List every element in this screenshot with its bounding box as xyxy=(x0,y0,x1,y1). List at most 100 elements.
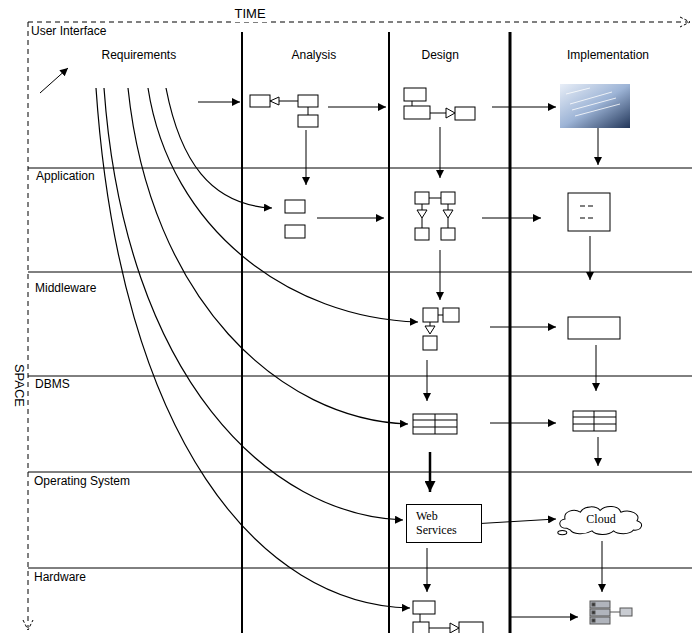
server-icon xyxy=(610,612,620,613)
uml-sketch xyxy=(250,95,270,107)
cloud-outline xyxy=(560,507,642,535)
flow-arrow xyxy=(40,68,602,617)
flow-arrow xyxy=(510,617,578,618)
requirement-curve xyxy=(148,88,418,322)
uml-sketch xyxy=(438,315,443,316)
uml-sketch xyxy=(270,97,279,105)
uml-sketch xyxy=(448,204,449,210)
table-symbol xyxy=(573,411,616,431)
layer-label: Hardware xyxy=(33,571,87,585)
component-box xyxy=(580,206,593,218)
uml-sketch xyxy=(446,108,455,118)
uml-sketch xyxy=(430,322,431,326)
uml-sketch xyxy=(429,198,441,199)
screenshot-image xyxy=(566,88,620,116)
uml-sketch xyxy=(308,107,309,115)
uml-sketch xyxy=(429,628,450,629)
requirement-curve xyxy=(96,88,418,608)
column-heading: Implementation xyxy=(566,49,650,63)
flow-arrow xyxy=(590,236,591,280)
uml-sketch xyxy=(455,107,475,120)
uml-sketch xyxy=(298,115,318,127)
axis-line xyxy=(28,22,29,628)
cloud-shape: Cloud xyxy=(556,502,646,536)
cloud-outline xyxy=(558,530,567,534)
layer-divider xyxy=(28,272,692,273)
component-box xyxy=(568,317,620,339)
uml-sketch xyxy=(441,228,455,240)
flow-arrow xyxy=(492,107,556,108)
layer-divider xyxy=(28,168,692,169)
uml-sketch xyxy=(415,228,429,240)
requirement-curve xyxy=(166,88,272,208)
layer-label: User Interface xyxy=(30,25,107,39)
axis-line xyxy=(23,17,690,630)
table-symbol xyxy=(413,411,616,434)
requirement-curve xyxy=(96,88,410,608)
uml-sketch xyxy=(425,326,435,334)
flow-arrow xyxy=(328,107,386,108)
uml-sketch xyxy=(448,218,449,228)
uml-sketch xyxy=(413,601,435,614)
uml-sketch xyxy=(417,210,427,218)
uml-sketch xyxy=(422,204,423,210)
flow-arrow xyxy=(490,327,556,328)
component-box xyxy=(568,193,610,231)
server-icon xyxy=(590,609,610,616)
uml-sketch xyxy=(413,622,429,633)
axis-label: SPACE xyxy=(11,362,26,407)
uml-sketch xyxy=(415,192,429,204)
server-icon xyxy=(590,617,610,624)
layer-divider xyxy=(28,376,692,377)
uml-sketch xyxy=(420,614,421,622)
uml-sketch xyxy=(441,192,455,204)
axis-line xyxy=(28,22,688,23)
column-divider xyxy=(509,32,512,633)
flow-arrow xyxy=(427,360,428,401)
uml-sketch xyxy=(285,200,305,213)
flow-arrow xyxy=(306,130,307,185)
uml-sketch xyxy=(423,336,437,350)
uml-sketch xyxy=(404,88,426,101)
node-text: Web Services xyxy=(416,509,472,538)
flow-arrow xyxy=(440,250,441,300)
flow-arrow xyxy=(602,541,603,592)
uml-sketch xyxy=(298,95,318,107)
screenshot-image xyxy=(560,84,630,128)
screenshot-image xyxy=(575,104,620,116)
flow-arrow xyxy=(482,218,541,219)
flow-arrow xyxy=(490,423,556,424)
flow-arrow xyxy=(429,452,432,492)
column-heading: Requirements xyxy=(101,49,178,63)
requirement-curve xyxy=(104,88,403,520)
component-box xyxy=(568,193,620,339)
connector-arrow xyxy=(482,519,556,523)
column-heading: Design xyxy=(421,49,460,63)
uml-sketch xyxy=(459,622,483,633)
flow-arrow xyxy=(40,68,68,93)
screenshot-image xyxy=(570,92,612,104)
flow-arrow xyxy=(198,102,240,103)
uml-sketch xyxy=(422,218,423,228)
screenshot-image xyxy=(560,84,630,128)
column-divider xyxy=(388,32,390,633)
table-symbol xyxy=(435,414,436,434)
column-divider xyxy=(242,32,510,633)
table-symbol xyxy=(594,411,595,431)
screenshot-image xyxy=(566,88,590,94)
uml-sketch xyxy=(412,101,413,106)
flow-arrow xyxy=(317,218,384,219)
requirement-curve xyxy=(128,88,408,424)
flow-arrow xyxy=(598,128,599,165)
axis-line xyxy=(680,17,690,27)
uml-sketch xyxy=(443,210,453,218)
service-box: Web Services xyxy=(406,504,482,543)
uml-sketch xyxy=(423,308,438,322)
axis-label: TIME xyxy=(234,7,267,22)
server-icon xyxy=(620,608,632,616)
server-icon xyxy=(592,611,595,614)
uml-sketch xyxy=(250,88,483,633)
layer-divider xyxy=(28,472,692,473)
layer-label: DBMS xyxy=(34,378,71,392)
